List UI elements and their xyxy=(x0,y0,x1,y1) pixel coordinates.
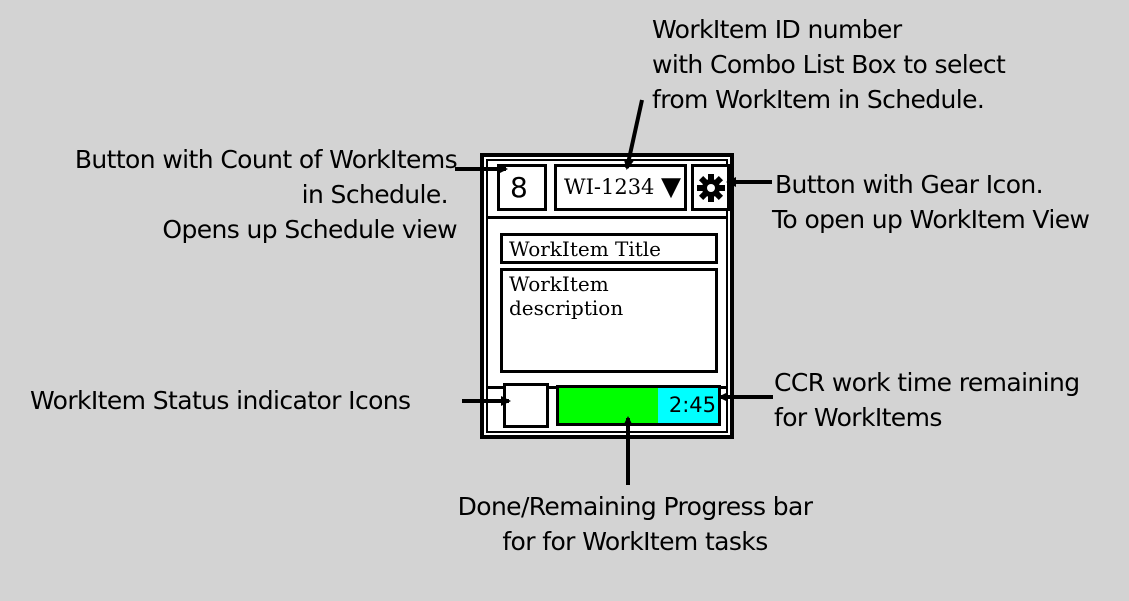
gear-icon xyxy=(697,174,725,202)
annotation-line: with Combo List Box to select xyxy=(652,50,1006,79)
annotation-gear-button: Button with Gear Icon. To open up WorkIt… xyxy=(772,167,1090,237)
progress-bar: 2:45 xyxy=(556,385,721,426)
annotation-line: WorkItem ID number xyxy=(652,15,902,44)
annotation-line: in Schedule. xyxy=(301,180,449,209)
annotation-line: CCR work time remaining xyxy=(774,368,1080,397)
workitem-widget: 8 WI-1234 ▼ WorkItem Title WorkItem desc… xyxy=(480,153,734,439)
annotation-line: Opens up Schedule view xyxy=(162,215,457,244)
arrow-workitem-id xyxy=(623,99,644,170)
annotation-ccr-time: CCR work time remaining for WorkItems xyxy=(774,365,1080,435)
workitem-title-field[interactable]: WorkItem Title xyxy=(500,233,718,264)
annotation-line: for WorkItems xyxy=(774,403,942,432)
annotation-line: from WorkItem in Schedule. xyxy=(652,85,985,114)
progress-done-fill xyxy=(559,388,658,423)
annotation-line: for for WorkItem tasks xyxy=(502,527,768,556)
chevron-down-icon: ▼ xyxy=(661,172,681,202)
annotation-line: WorkItem Status indicator Icons xyxy=(30,386,411,415)
annotation-line: To open up WorkItem View xyxy=(772,205,1090,234)
annotation-line: Done/Remaining Progress bar xyxy=(457,492,813,521)
annotation-progress-bar: Done/Remaining Progress bar for for Work… xyxy=(441,489,829,559)
annotation-line: Button with Gear Icon. xyxy=(775,170,1044,199)
workitem-description-field[interactable]: WorkItem description xyxy=(500,268,718,373)
ccr-time-remaining: 2:45 xyxy=(668,393,716,417)
annotation-count-button: Button with Count of WorkItems in Schedu… xyxy=(74,142,458,247)
annotation-status-icons: WorkItem Status indicator Icons xyxy=(30,383,411,418)
workitem-id-combo[interactable]: WI-1234 ▼ xyxy=(554,164,687,211)
workitem-id-value: WI-1234 xyxy=(564,175,655,199)
widget-frame: 8 WI-1234 ▼ WorkItem Title WorkItem desc… xyxy=(486,159,730,433)
gear-button[interactable] xyxy=(691,164,730,211)
annotation-line: Button with Count of WorkItems xyxy=(74,145,458,174)
annotation-workitem-id: WorkItem ID number with Combo List Box t… xyxy=(652,12,1006,117)
